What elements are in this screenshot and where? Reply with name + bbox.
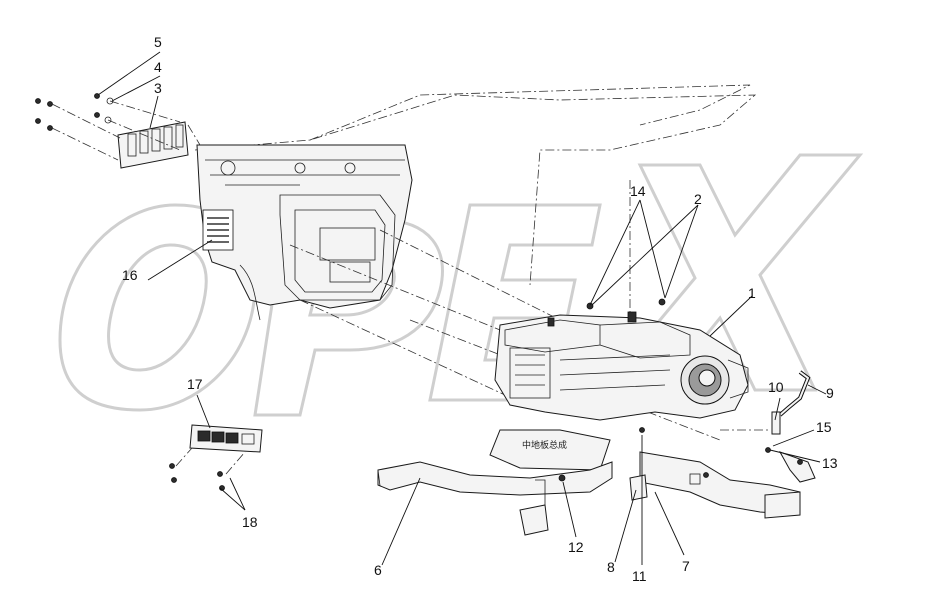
mid-floor-assembly: 中地板总成 [489,429,611,471]
ac-control-panel [169,424,263,491]
hvac-unit [494,311,749,421]
mounting-screws [35,93,181,161]
callout-9: 9 [826,385,834,401]
vent-grille [117,121,201,169]
callout-5: 5 [154,34,162,50]
callout-18: 18 [242,514,258,530]
callout-12: 12 [568,539,584,555]
callout-11: 11 [632,568,647,584]
callout-14: 14 [630,183,646,199]
air-duct-right [639,451,801,519]
callout-1: 1 [748,285,756,301]
callout-7: 7 [682,558,690,574]
callout-labels: 5 4 3 1 2 14 16 17 18 6 7 8 11 12 9 10 1… [122,34,838,584]
callout-leaders [97,51,827,566]
callout-4: 4 [154,59,162,75]
callout-8: 8 [607,559,615,575]
duct-gasket [629,474,648,501]
callout-3: 3 [154,80,162,96]
callout-17: 17 [187,376,203,392]
warning-label [202,209,234,251]
mid-floor-label: 中地板总成 [522,439,567,451]
callout-16: 16 [122,267,138,283]
callout-15: 15 [816,419,832,435]
callout-13: 13 [822,455,838,471]
air-duct-left [377,461,613,496]
callout-10: 10 [768,379,784,395]
callout-2: 2 [694,191,702,207]
mounting-bracket [519,474,566,536]
fasteners-top [586,298,709,478]
bulkhead-panel [194,84,757,321]
drain-hose [720,370,816,483]
callout-6: 6 [374,562,382,578]
